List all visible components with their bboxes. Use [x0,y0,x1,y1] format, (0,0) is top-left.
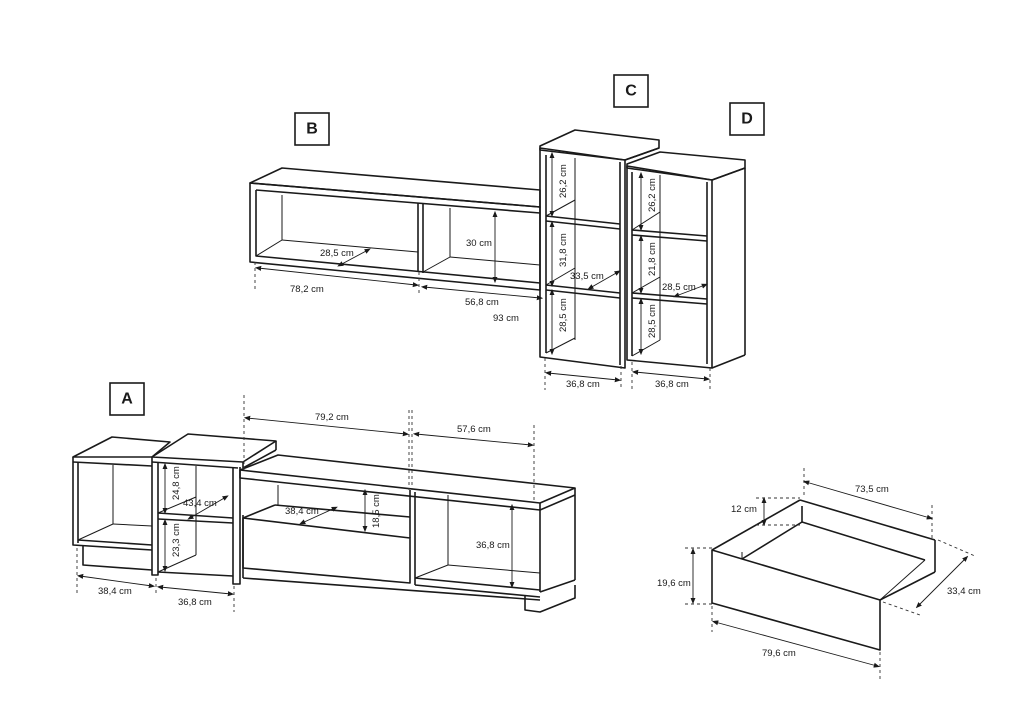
dim-drawer-back-width: 73,5 cm [855,484,889,495]
dim-a-left-width: 38,4 cm [98,586,132,597]
dim-c-depth: 33,5 cm [570,271,604,282]
module-b-label-box [294,112,330,146]
dim-d-bottom: 28,5 cm [647,304,658,338]
dim-b-total-width: 93 cm [493,313,519,324]
dim-c-middle: 31,8 cm [558,233,569,267]
dim-a-tv-left-width: 79,2 cm [315,412,349,423]
dim-c-bottom: 28,5 cm [558,298,569,332]
module-b-letter: B [306,121,318,138]
dim-a-drawer-depth: 38,4 cm [285,506,319,517]
module-a-label-box [109,382,145,416]
dim-drawer-front-height: 19,6 cm [657,578,691,589]
dim-b-height: 30 cm [466,238,492,249]
dim-a-right-height: 36,8 cm [476,540,510,551]
dim-b-left-width: 78,2 cm [290,284,324,295]
dim-a-tv-right-width: 57,6 cm [457,424,491,435]
dim-drawer-front-width: 79,6 cm [762,648,796,659]
module-d-letter: D [741,111,753,128]
dim-a-drawer-gap: 18,5 cm [371,494,382,528]
module-b: B 78,2 cm 56,8 cm 93 cm 28,5 cm 30 cm [249,112,544,324]
dim-a-shelf-upper: 24,8 cm [171,466,182,500]
module-c: C 26,2 cm 31,8 cm 28,5 cm 33,5 cm 36,8 c… [539,74,660,390]
dim-b-right-width: 56,8 cm [465,297,499,308]
drawer: 12 cm 73,5 cm 19,6 cm 33,4 cm 79,6 cm [657,468,981,680]
dim-drawer-depth: 33,4 cm [947,586,981,597]
dim-a-shelf-depth: 43,4 cm [183,498,217,509]
module-a: A 24,8 cm 23,3 cm 43,4 cm 38,4 cm [72,382,576,613]
module-a-letter: A [121,391,133,408]
dim-c-width: 36,8 cm [566,379,600,390]
module-d: D 26,2 cm 21,8 cm 28,5 cm 28,5 cm 36,8 c… [626,102,765,390]
dim-b-depth: 28,5 cm [320,248,354,259]
module-c-letter: C [625,83,637,100]
dim-d-width: 36,8 cm [655,379,689,390]
dim-a-mid-width: 36,8 cm [178,597,212,608]
dim-d-middle: 21,8 cm [647,242,658,276]
module-d-label-box [729,102,765,136]
dim-d-top: 26,2 cm [647,178,658,212]
dim-drawer-side-height: 12 cm [731,504,757,515]
dim-a-shelf-lower: 23,3 cm [171,523,182,557]
module-c-label-box [613,74,649,108]
dim-d-depth: 28,5 cm [662,282,696,293]
dim-c-top: 26,2 cm [558,164,569,198]
